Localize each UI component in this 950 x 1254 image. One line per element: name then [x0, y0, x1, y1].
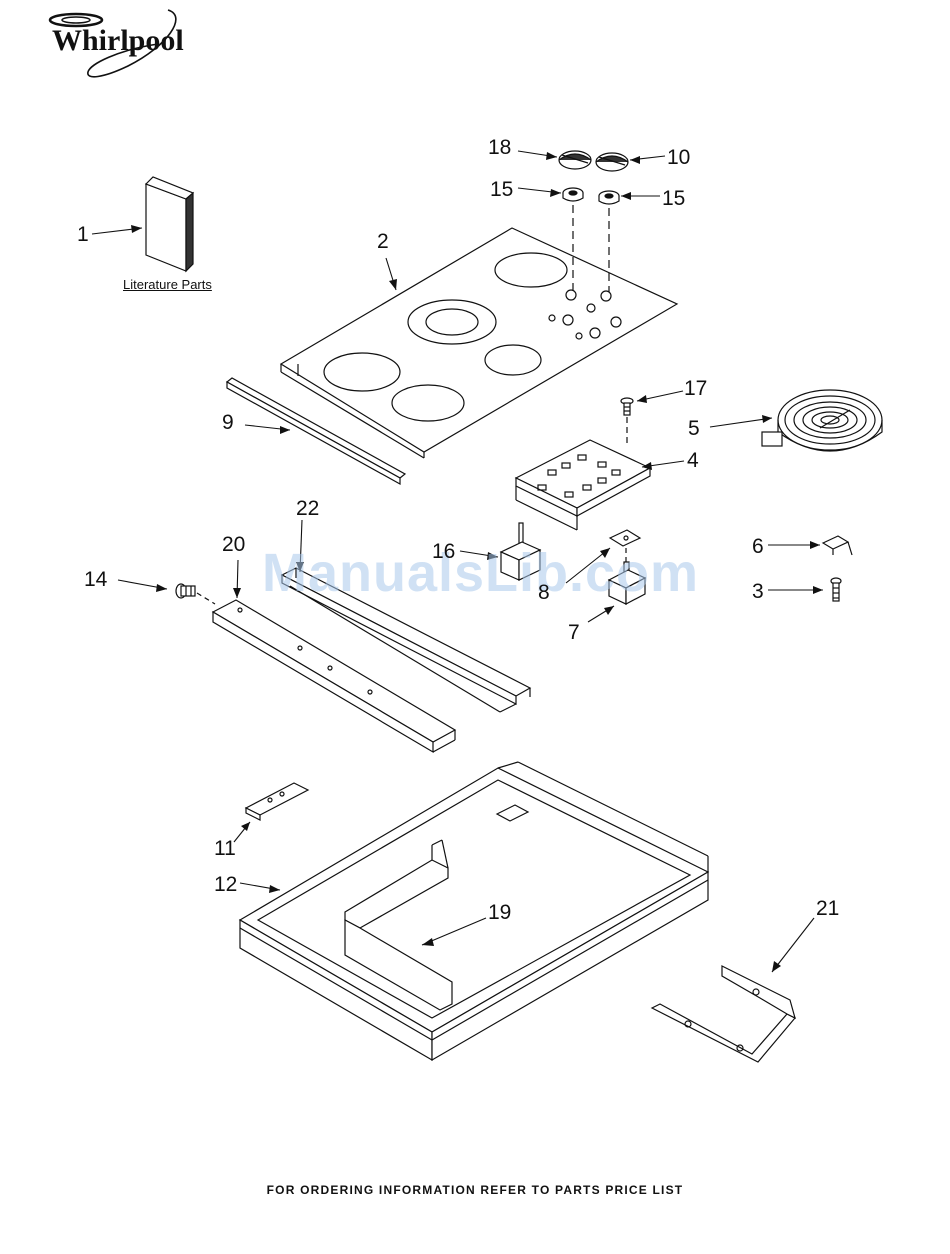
bezel-15-left	[563, 188, 583, 201]
callout-15-left: 15	[490, 179, 513, 200]
callout-12: 12	[214, 874, 237, 895]
bezel-15-right	[599, 191, 619, 204]
callout-3: 3	[752, 581, 764, 602]
callout-18: 18	[488, 137, 511, 158]
part-1-literature-booklet	[146, 177, 193, 271]
callout-22: 22	[296, 498, 319, 519]
knob-18	[559, 151, 591, 169]
callout-20: 20	[222, 534, 245, 555]
callout-7: 7	[568, 622, 580, 643]
callout-2: 2	[377, 231, 389, 252]
knob-10	[596, 153, 628, 171]
part-2-cooktop-glass	[281, 228, 677, 458]
callout-6: 6	[752, 536, 764, 557]
callout-14: 14	[84, 569, 107, 590]
callout-8: 8	[538, 582, 550, 603]
part-11-bracket	[246, 783, 308, 820]
part-4-control-bracket	[516, 440, 650, 530]
callout-1: 1	[77, 224, 89, 245]
callout-19: 19	[488, 902, 511, 923]
callout-4: 4	[687, 450, 699, 471]
literature-parts-label: Literature Parts	[123, 277, 212, 292]
callout-15-right: 15	[662, 188, 685, 209]
ordering-info-footer: FOR ORDERING INFORMATION REFER TO PARTS …	[0, 1183, 950, 1197]
part-12-base-pan	[240, 762, 708, 1060]
callout-5: 5	[688, 418, 700, 439]
callout-16: 16	[432, 541, 455, 562]
callout-21: 21	[816, 898, 839, 919]
callout-11: 11	[214, 838, 236, 859]
part-14-screw	[176, 584, 195, 598]
callout-9: 9	[222, 412, 234, 433]
callout-10: 10	[667, 147, 690, 168]
callout-17: 17	[684, 378, 707, 399]
watermark-text: ManualsLib.com	[262, 542, 699, 604]
part-6-clip	[823, 536, 852, 555]
part-20-front-channel	[213, 600, 455, 752]
part-3-screw	[831, 578, 841, 601]
part-17-screw	[621, 398, 633, 415]
part-21-mounting-bracket	[652, 966, 795, 1062]
part-5-radiant-element	[762, 390, 882, 451]
